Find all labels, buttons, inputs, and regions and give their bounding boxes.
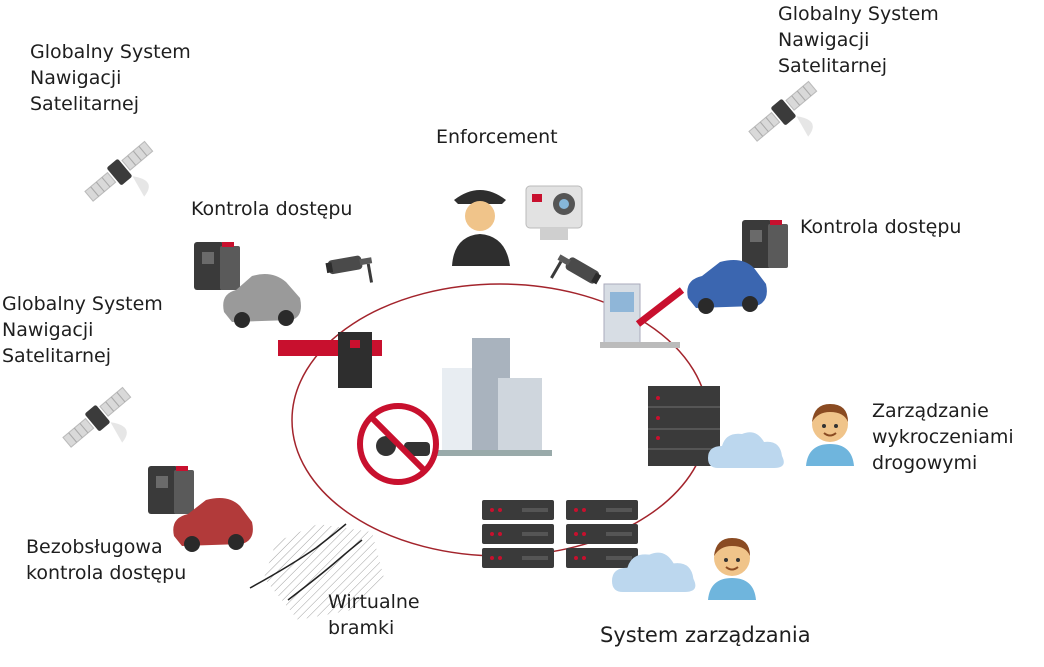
access-control-label-left: Kontrola dostępu: [191, 198, 353, 220]
satellite-icon: [81, 137, 173, 225]
person-avatar-icon: [707, 537, 757, 601]
server-rack-icon: [482, 500, 638, 568]
gnss-label-top-right: Globalny System Nawigacji Satelitarnej: [778, 3, 939, 77]
enforcement-label: Enforcement: [436, 126, 558, 148]
gnss-label-mid-left: Globalny System Nawigacji Satelitarnej: [2, 293, 163, 367]
virtual-gate-map-icon: [249, 523, 384, 620]
virtual-gates-label: Wirtualne bramki: [328, 591, 420, 639]
card-reader-icon: [148, 466, 194, 514]
person-avatar-icon: [805, 403, 855, 467]
camera-icon: [323, 251, 377, 292]
management-system-label: System zarządzania: [600, 623, 811, 647]
unattended-access-label: Bezobsługowa kontrola dostępu: [26, 536, 187, 584]
card-reader-icon: [742, 220, 788, 268]
action-camera-icon: [525, 185, 583, 240]
access-control-label-right: Kontrola dostępu: [800, 216, 962, 238]
gnss-label-top-left: Globalny System Nawigacji Satelitarnej: [30, 41, 191, 115]
police-officer-icon: [452, 190, 510, 266]
traffic-offences-label: Zarządzanie wykroczeniami drogowymi: [872, 400, 1014, 474]
building-icon: [434, 338, 552, 456]
satellite-icon: [745, 77, 837, 165]
car-icon: [223, 274, 301, 328]
satellite-icon: [59, 383, 151, 471]
car-icon: [173, 498, 253, 552]
camera-icon: [546, 249, 604, 301]
no-pedestrians-sign-icon: [357, 403, 439, 485]
toll-booth-icon: [600, 283, 685, 348]
car-icon: [687, 260, 767, 314]
card-reader-icon: [194, 242, 240, 290]
barrier-gate-icon: [278, 332, 382, 388]
server-rack-icon: [648, 386, 720, 466]
